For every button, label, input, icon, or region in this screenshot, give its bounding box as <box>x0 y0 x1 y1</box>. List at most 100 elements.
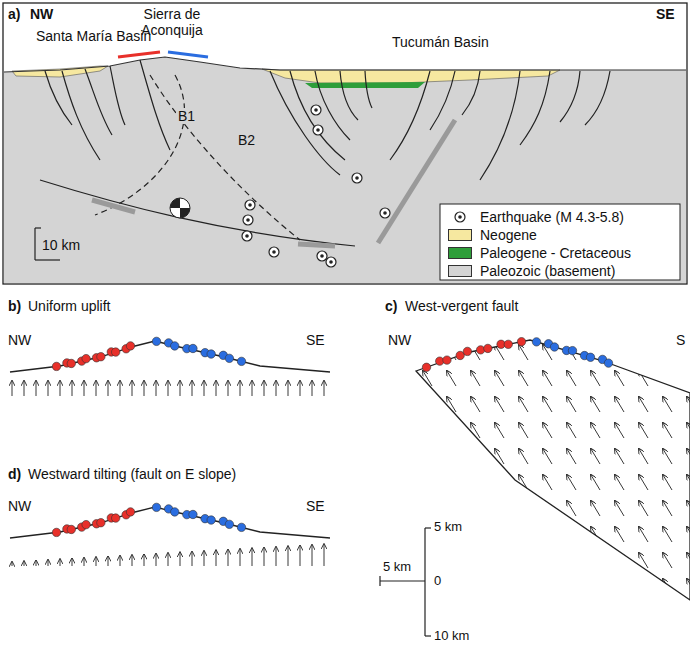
motion-arrow <box>615 397 624 412</box>
sample-dot <box>443 356 451 364</box>
sample-dot <box>189 510 197 518</box>
motion-arrow <box>639 345 648 360</box>
motion-arrow <box>471 527 480 542</box>
earthquake-symbol <box>352 173 362 183</box>
motion-arrow <box>591 475 600 490</box>
motion-arrow <box>543 423 552 438</box>
earthquake-symbol <box>326 257 336 267</box>
legend-swatch <box>448 229 472 241</box>
motion-arrow <box>663 397 672 412</box>
motion-arrow <box>663 553 672 568</box>
motion-arrow <box>519 371 528 386</box>
scale-cross <box>380 528 431 636</box>
sample-dot <box>97 519 105 527</box>
direction-label: SE <box>306 498 325 514</box>
motion-arrow <box>543 527 552 542</box>
motion-arrow <box>639 475 648 490</box>
sample-dot <box>126 508 134 516</box>
sample-dot <box>207 516 215 524</box>
sample-dot <box>237 357 245 365</box>
uplift-arrow <box>240 381 241 396</box>
scale-label: 5 km <box>434 520 462 535</box>
motion-arrow <box>639 397 648 412</box>
motion-arrow <box>471 579 480 594</box>
uplift-arrow <box>204 381 205 396</box>
motion-arrow <box>471 553 480 568</box>
range-name: Sierra de Aconquija <box>124 6 220 38</box>
uplift-arrow <box>300 381 301 396</box>
direction-label: S <box>676 332 685 348</box>
uplift-arrows-b <box>12 381 324 396</box>
dashed-faults <box>95 75 300 240</box>
tilt-arrow <box>204 551 205 566</box>
uplift-arrow <box>120 381 121 396</box>
motion-arrow <box>639 553 648 568</box>
direction-label: NW <box>30 6 53 22</box>
surface-line <box>4 57 686 72</box>
panel-title: Uniform uplift <box>28 298 110 314</box>
tilt-arrow <box>84 558 85 566</box>
motion-arrow <box>471 423 480 438</box>
motion-arrow <box>663 449 672 464</box>
sample-dot <box>112 514 120 522</box>
sample-dot <box>207 350 215 358</box>
motion-arrow <box>639 449 648 464</box>
motion-arrow <box>639 579 648 594</box>
motion-arrow <box>543 371 552 386</box>
tilt-arrow <box>228 550 229 566</box>
uplift-arrow <box>84 381 85 396</box>
uplift-arrow <box>48 381 49 396</box>
motion-arrow <box>615 501 624 516</box>
motion-arrow <box>639 501 648 516</box>
sample-dot <box>152 337 160 345</box>
uplift-arrow <box>216 381 217 396</box>
uplift-arrow <box>108 381 109 396</box>
sample-dot <box>532 338 540 346</box>
motion-arrow <box>615 449 624 464</box>
motion-arrow <box>519 449 528 464</box>
uplift-arrow <box>288 381 289 396</box>
focal-mechanism <box>170 198 190 218</box>
sample-dot <box>52 362 60 370</box>
motion-arrow <box>423 527 432 542</box>
tilt-arrow <box>276 547 277 566</box>
motion-arrow <box>447 423 456 438</box>
tilt-arrow <box>252 548 253 566</box>
uplift-arrow <box>192 381 193 396</box>
motion-arrow <box>423 501 432 516</box>
legend-text: Paleozoic (basement) <box>480 263 615 279</box>
motion-arrow <box>663 501 672 516</box>
motion-arrow <box>447 579 456 594</box>
uplift-arrow <box>72 381 73 396</box>
motion-arrow <box>567 449 576 464</box>
motion-arrow <box>423 371 432 386</box>
motion-arrow <box>663 345 672 360</box>
direction-label: NW <box>8 332 31 348</box>
neogene-tucuman <box>262 69 560 83</box>
uplift-arrow <box>228 381 229 396</box>
legend-swatch <box>448 247 472 259</box>
uplift-arrow <box>312 381 313 396</box>
uplift-arrow <box>156 381 157 396</box>
tilt-arrow <box>264 548 265 566</box>
fault-block-c <box>416 340 690 600</box>
uplift-arrow <box>144 381 145 396</box>
earthquake-symbol <box>243 215 253 225</box>
uplift-arrow <box>180 381 181 396</box>
sample-dot <box>484 344 492 352</box>
motion-arrow <box>615 475 624 490</box>
uplift-arrow <box>252 381 253 396</box>
motion-arrow <box>687 579 690 594</box>
motion-arrow <box>567 423 576 438</box>
earthquake-symbol <box>313 125 323 135</box>
sample-dot <box>67 525 75 533</box>
motion-arrow <box>567 553 576 568</box>
sample-dot <box>476 346 484 354</box>
motion-arrow <box>639 423 648 438</box>
earthquake-symbol <box>317 251 327 261</box>
legend-text: Earthquake (M 4.3-5.8) <box>480 209 624 225</box>
uplift-arrow <box>264 381 265 396</box>
motion-arrow <box>543 553 552 568</box>
earthquake-symbol <box>311 105 321 115</box>
